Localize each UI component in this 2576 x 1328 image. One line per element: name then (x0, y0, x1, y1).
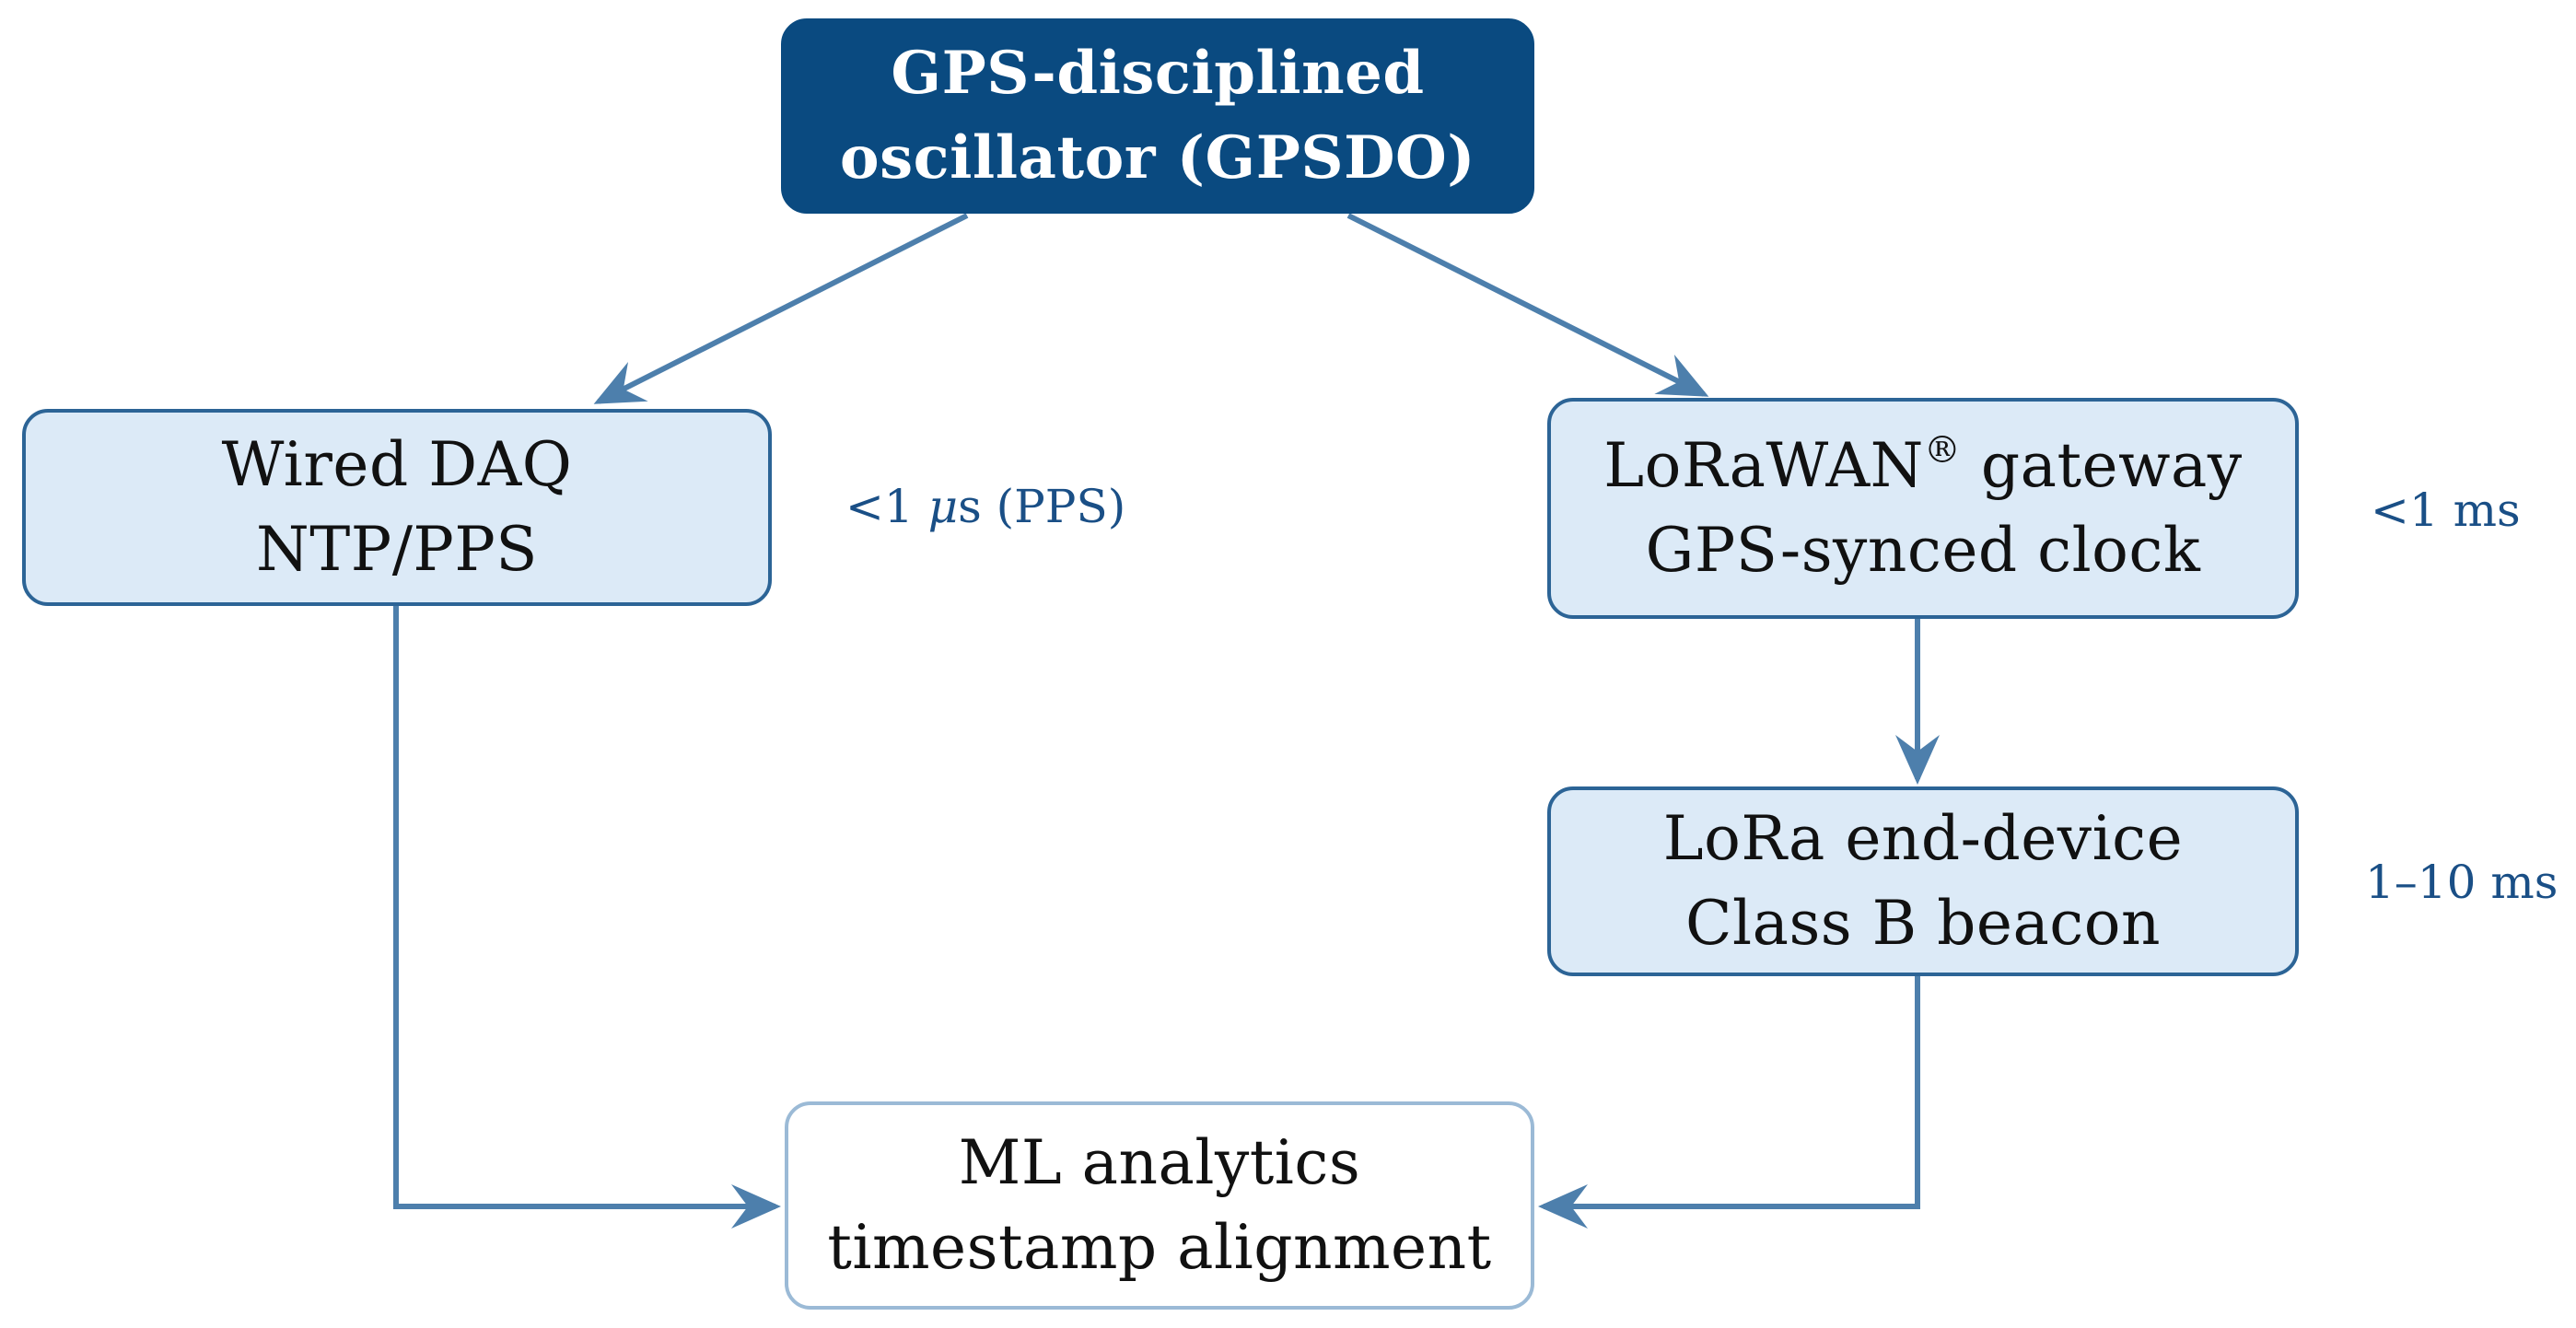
gateway-name: LoRaWAN (1603, 430, 1924, 501)
registered-mark: ® (1923, 429, 1962, 472)
gateway-label-line2: GPS-synced clock (1645, 515, 2201, 586)
wired-latency-mu: μ (927, 480, 959, 533)
gpsdo-label-line2: oscillator (GPSDO) (839, 123, 1476, 192)
gateway-latency-label: <1 ms (2371, 483, 2521, 537)
ml-label-line1: ML analytics (958, 1127, 1361, 1198)
wired-daq-label-line2: NTP/PPS (256, 514, 538, 585)
arrow-gpsdo-to-wired-daq (593, 213, 969, 404)
arrow-end-device-to-ml (1538, 976, 1920, 1229)
end-device-label-line1: LoRa end-device (1662, 803, 2184, 874)
wired-latency-suffix: s (PPS) (958, 480, 1126, 533)
wired-latency-label: <1 μs (PPS) (845, 479, 1125, 534)
gateway-label-line1: LoRaWAN® gateway (1603, 424, 2242, 508)
wired-daq-label-line1: Wired DAQ (221, 429, 573, 500)
ml-analytics-node: ML analytics timestamp alignment (785, 1101, 1534, 1310)
end-device-node: LoRa end-device Class B beacon (1547, 786, 2299, 976)
wired-latency-prefix: <1 (845, 480, 928, 533)
gpsdo-label-line1: GPS-disciplined (891, 39, 1425, 108)
end-device-label-line2: Class B beacon (1684, 888, 2162, 959)
gateway-name-rest: gateway (1961, 430, 2243, 501)
arrow-gpsdo-to-gateway (1346, 213, 1709, 397)
wired-daq-node: Wired DAQ NTP/PPS (22, 409, 772, 606)
ml-label-line2: timestamp alignment (827, 1212, 1492, 1283)
end-device-latency-label: 1–10 ms (2365, 856, 2559, 909)
gpsdo-node: GPS-disciplined oscillator (GPSDO) (781, 18, 1534, 214)
gateway-node: LoRaWAN® gateway GPS-synced clock (1547, 398, 2299, 619)
arrow-wired-daq-to-ml (393, 606, 781, 1229)
